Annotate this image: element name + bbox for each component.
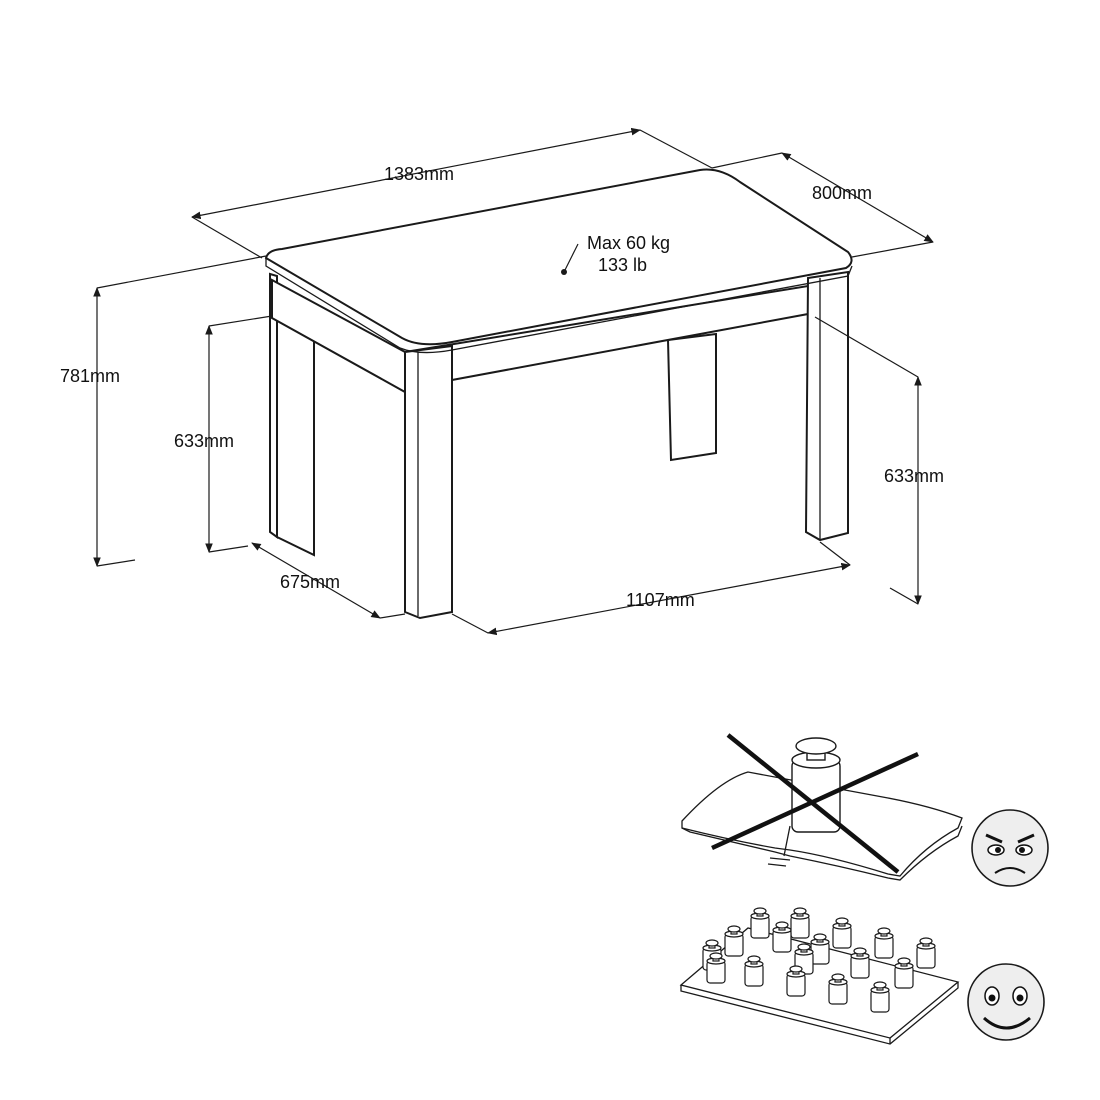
table-drawing [264,168,853,620]
small-weight-icon [828,973,848,1005]
small-weight-icon [874,927,894,959]
small-weight-icon [832,917,852,949]
small-weight-icon [750,907,770,939]
happy-face-icon [967,963,1045,1041]
front-right-leg [804,270,849,542]
height-total-label: 781mm [60,366,120,386]
small-weight-icon [786,965,806,997]
max-load-lb-label: 133 lb [598,255,647,275]
depth-label: 800mm [812,183,872,203]
dimension-labels: 1383mm 800mm 781mm 633mm 675mm 1107mm 63… [60,164,944,610]
max-load-kg-label: Max 60 kg [587,233,670,253]
small-weight-icon [744,955,764,987]
small-weight-icon [916,937,936,969]
small-weight-icon [772,921,792,953]
back-right-leg [666,332,717,462]
small-weight-icon [790,907,810,939]
small-weight-icon [870,981,890,1013]
angry-face-icon [971,809,1049,887]
leg-height-right-label: 633mm [884,466,944,486]
small-weight-icon [850,947,870,979]
inner-depth-label: 675mm [280,572,340,592]
point-load-crossed-icon [681,733,963,881]
small-weight-icon [724,925,744,957]
leg-height-left-label: 633mm [174,431,234,451]
length-label: 1383mm [384,164,454,184]
small-weight-icon [706,952,726,984]
small-weight-icon [894,957,914,989]
dimension-lines [93,127,934,636]
back-left-leg [276,314,315,557]
front-left-leg [404,344,453,620]
distributed-load-icon [679,907,960,1045]
inner-length-label: 1107mm [626,590,695,610]
table-top [264,168,853,346]
small-weight-icon [794,943,814,975]
small-weight-icon [810,933,830,965]
